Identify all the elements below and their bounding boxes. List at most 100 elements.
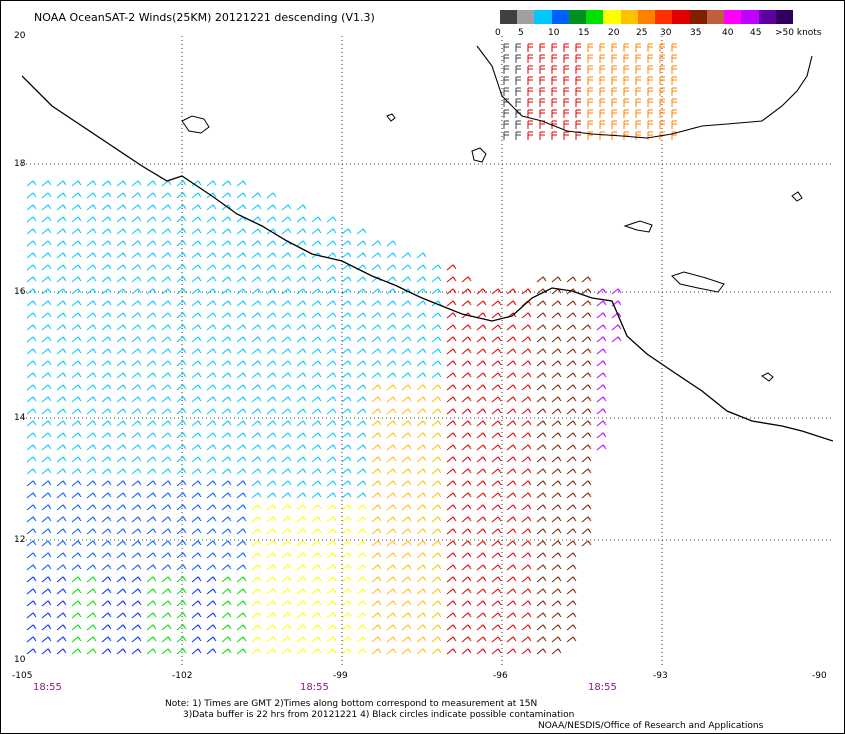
wind-barb [386, 480, 397, 487]
lat-label: 14 [14, 413, 26, 423]
wind-barb [236, 648, 247, 655]
wind-barb [86, 456, 97, 463]
wind-barb [356, 636, 367, 643]
wind-barb [611, 109, 617, 118]
wind-barb [311, 324, 322, 331]
wind-barb [551, 516, 562, 523]
wind-barb [281, 456, 292, 463]
wind-barb [251, 492, 262, 499]
wind-barb [86, 648, 97, 655]
wind-barb [146, 540, 157, 547]
wind-barb [476, 612, 487, 619]
wind-barb [116, 564, 127, 571]
wind-barb [116, 336, 127, 343]
wind-barb [266, 252, 277, 259]
wind-barb [446, 456, 457, 463]
wind-barb [296, 240, 307, 247]
wind-barb [41, 312, 52, 319]
wind-barb [356, 444, 367, 451]
wind-barb [506, 552, 517, 559]
wind-barb [596, 372, 607, 379]
wind-barb [551, 432, 562, 439]
wind-barb [476, 492, 487, 499]
wind-barb [431, 480, 442, 487]
wind-barb [506, 468, 517, 475]
wind-barb [206, 252, 217, 259]
wind-barb [551, 396, 562, 403]
wind-barb [326, 492, 337, 499]
wind-barb [146, 288, 157, 295]
wind-barb [251, 456, 262, 463]
wind-barb [56, 516, 67, 523]
wind-barb [266, 348, 277, 355]
wind-barb [551, 588, 562, 595]
wind-barb [635, 54, 641, 63]
wind-barb [401, 300, 412, 307]
wind-barb [221, 312, 232, 319]
wind-barb [101, 252, 112, 259]
wind-barb [236, 252, 247, 259]
wind-barb [311, 288, 322, 295]
wind-barb [671, 131, 677, 140]
wind-barb [341, 300, 352, 307]
wind-barb [41, 252, 52, 259]
wind-barb [416, 648, 427, 655]
wind-barb [431, 348, 442, 355]
wind-barb [266, 588, 277, 595]
wind-barb [131, 552, 142, 559]
wind-barb [251, 228, 262, 235]
wind-barb [221, 288, 232, 295]
wind-barb [131, 420, 142, 427]
wind-barb [266, 492, 277, 499]
wind-barb [131, 348, 142, 355]
wind-barb [476, 588, 487, 595]
wind-barb [539, 76, 545, 85]
wind-barb [356, 348, 367, 355]
wind-barb [161, 276, 172, 283]
wind-barb [26, 384, 37, 391]
wind-barb [146, 552, 157, 559]
wind-barb [551, 372, 562, 379]
wind-barb [146, 252, 157, 259]
wind-barb [461, 480, 472, 487]
wind-barb [356, 240, 367, 247]
wind-barb [71, 372, 82, 379]
wind-barb [461, 432, 472, 439]
wind-barb [506, 504, 517, 511]
wind-barb [101, 240, 112, 247]
wind-barb [311, 492, 322, 499]
wind-barb [623, 87, 629, 96]
wind-barb [101, 636, 112, 643]
wind-barb [191, 336, 202, 343]
grid-lines [22, 36, 833, 666]
wind-barb [581, 516, 592, 523]
wind-barb [521, 636, 532, 643]
wind-barb [401, 420, 412, 427]
wind-barb [101, 288, 112, 295]
wind-barb [41, 648, 52, 655]
wind-barb [623, 98, 629, 107]
wind-barb [71, 432, 82, 439]
wind-barb [566, 468, 577, 475]
wind-barb [461, 336, 472, 343]
wind-barb [86, 216, 97, 223]
lat-label: 18 [14, 159, 26, 169]
wind-barb [341, 456, 352, 463]
wind-barb [176, 228, 187, 235]
wind-barb [551, 43, 557, 52]
wind-barb [131, 504, 142, 511]
wind-barb [176, 600, 187, 607]
wind-barb [131, 312, 142, 319]
wind-barb [506, 384, 517, 391]
wind-barb [56, 348, 67, 355]
wind-barb [401, 540, 412, 547]
wind-barb [71, 336, 82, 343]
wind-barb [551, 276, 562, 283]
wind-barb [191, 384, 202, 391]
wind-barb [386, 264, 397, 271]
wind-barb [521, 288, 532, 295]
wind-barb [386, 552, 397, 559]
wind-barb [251, 252, 262, 259]
wind-barb [371, 252, 382, 259]
wind-barb [26, 600, 37, 607]
